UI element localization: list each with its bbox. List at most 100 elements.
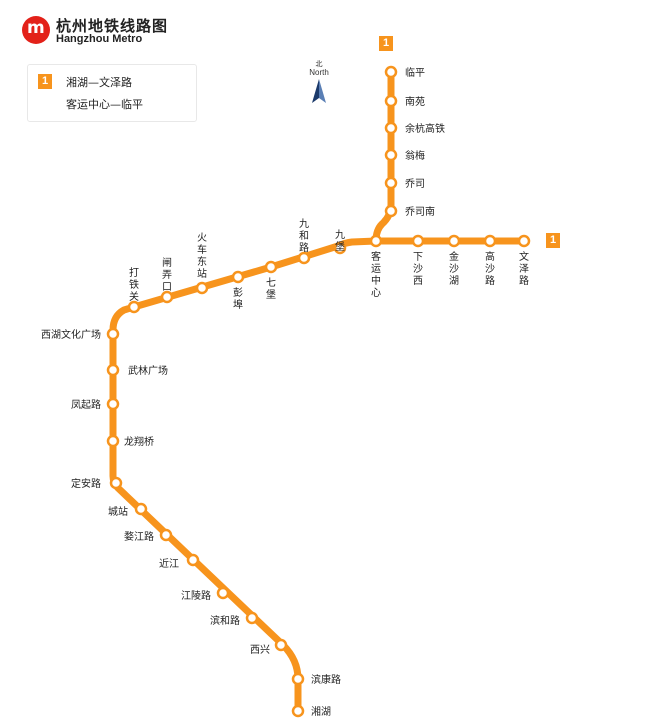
- station-marker[interactable]: [109, 476, 123, 490]
- legend-line-badge: 1: [38, 74, 52, 89]
- station[interactable]: 滨和路: [210, 611, 259, 627]
- station[interactable]: 翁梅: [384, 148, 425, 162]
- station[interactable]: 文泽路: [517, 234, 531, 287]
- compass-label-cn: 北: [315, 60, 323, 68]
- station[interactable]: 客运中心: [369, 234, 383, 299]
- station-label: 近江: [159, 557, 179, 570]
- metro-logo-icon: m: [22, 16, 50, 44]
- station-marker[interactable]: [384, 176, 398, 190]
- station-label: 下沙西: [413, 252, 423, 287]
- line-badge-top: 1: [379, 36, 393, 51]
- station-label: 西兴: [250, 644, 270, 656]
- station-label: 客运中心: [371, 250, 381, 299]
- station-marker[interactable]: [106, 397, 120, 411]
- station[interactable]: 金沙湖: [447, 234, 461, 287]
- station-marker[interactable]: [297, 251, 311, 265]
- station[interactable]: 江陵路: [181, 586, 230, 602]
- station-marker[interactable]: [264, 260, 278, 274]
- station-marker[interactable]: [384, 121, 398, 135]
- station[interactable]: 西兴: [250, 638, 288, 656]
- station-label: 南苑: [405, 95, 425, 108]
- station-marker[interactable]: [106, 434, 120, 448]
- station[interactable]: 乔司: [384, 176, 425, 190]
- station-label: 乔司: [405, 178, 425, 190]
- compass-label-en: North: [309, 68, 329, 77]
- logo-title-en: Hangzhou Metro: [56, 33, 143, 45]
- station-marker[interactable]: [231, 270, 245, 284]
- station-label: 凤起路: [71, 398, 101, 411]
- station[interactable]: 龙翔桥: [106, 434, 154, 448]
- station-label: 滨和路: [210, 614, 240, 627]
- line-1-track-segment: [109, 237, 380, 715]
- station-label: 龙翔桥: [124, 435, 154, 448]
- station-marker[interactable]: [483, 234, 497, 248]
- station-label: 九堡: [335, 229, 345, 253]
- logo: m 杭州地铁线路图 Hangzhou Metro: [20, 14, 200, 50]
- station[interactable]: 闸弄口: [160, 256, 174, 304]
- station-marker[interactable]: [106, 327, 120, 341]
- station-label: 翁梅: [405, 149, 425, 162]
- station-marker[interactable]: [291, 672, 305, 686]
- station-label: 余杭高铁: [405, 122, 445, 135]
- station-label: 西湖文化广场: [41, 328, 101, 341]
- station-marker[interactable]: [369, 234, 383, 248]
- station[interactable]: 城站: [108, 502, 148, 518]
- station-marker[interactable]: [384, 65, 398, 79]
- station-label: 火车东站: [197, 232, 207, 280]
- station-label: 打铁关: [129, 266, 139, 303]
- station-marker[interactable]: [333, 241, 347, 255]
- station-label: 城站: [108, 505, 128, 518]
- station[interactable]: 临平: [384, 65, 425, 79]
- station-marker[interactable]: [216, 586, 230, 600]
- station[interactable]: 九和路: [297, 218, 311, 265]
- station[interactable]: 凤起路: [71, 397, 120, 411]
- station[interactable]: 打铁关: [127, 266, 141, 314]
- station[interactable]: 湘湖: [291, 704, 331, 718]
- legend: 1 湘湖—文泽路 客运中心—临平: [27, 64, 197, 122]
- station[interactable]: 高沙路: [483, 234, 497, 287]
- station-marker[interactable]: [274, 638, 288, 652]
- station-marker[interactable]: [517, 234, 531, 248]
- station[interactable]: 西湖文化广场: [41, 327, 120, 341]
- station[interactable]: 余杭高铁: [384, 121, 445, 135]
- station-label: 闸弄口: [162, 256, 172, 293]
- legend-route-2: 客运中心—临平: [66, 98, 143, 111]
- station-label: 江陵路: [181, 589, 211, 602]
- station-label: 武林广场: [128, 364, 168, 377]
- station[interactable]: 南苑: [384, 94, 425, 108]
- station-marker[interactable]: [291, 704, 305, 718]
- station[interactable]: 近江: [159, 553, 200, 570]
- legend-route-1: 湘湖—文泽路: [66, 76, 132, 89]
- station[interactable]: 下沙西: [411, 234, 425, 287]
- compass: 北 North: [304, 60, 334, 108]
- station-label: 彭埠: [233, 286, 243, 311]
- station[interactable]: 婺江路: [124, 528, 173, 543]
- station-label: 湘湖: [311, 705, 331, 718]
- station[interactable]: 武林广场: [106, 363, 168, 377]
- station-marker[interactable]: [127, 300, 141, 314]
- station-marker[interactable]: [447, 234, 461, 248]
- station-marker[interactable]: [160, 290, 174, 304]
- north-arrow-icon: [312, 79, 326, 103]
- station-marker[interactable]: [195, 281, 209, 295]
- station[interactable]: 滨康路: [291, 672, 341, 686]
- station-marker[interactable]: [384, 204, 398, 218]
- station-marker[interactable]: [384, 148, 398, 162]
- logo-title-cn: 杭州地铁线路图: [56, 17, 169, 35]
- station[interactable]: 定安路: [71, 476, 123, 490]
- station-label: 定安路: [71, 477, 101, 490]
- station[interactable]: 火车东站: [195, 232, 209, 295]
- station[interactable]: 七堡: [264, 260, 278, 301]
- line-badge-east: 1: [546, 233, 560, 248]
- station-marker[interactable]: [106, 363, 120, 377]
- station-marker[interactable]: [411, 234, 425, 248]
- station-marker[interactable]: [134, 502, 148, 516]
- station[interactable]: 乔司南: [384, 204, 435, 218]
- station[interactable]: 彭埠: [231, 270, 245, 311]
- station[interactable]: 九堡: [333, 229, 347, 255]
- station-marker[interactable]: [384, 94, 398, 108]
- station-marker[interactable]: [159, 528, 173, 542]
- station-marker[interactable]: [245, 611, 259, 625]
- station-marker[interactable]: [186, 553, 200, 567]
